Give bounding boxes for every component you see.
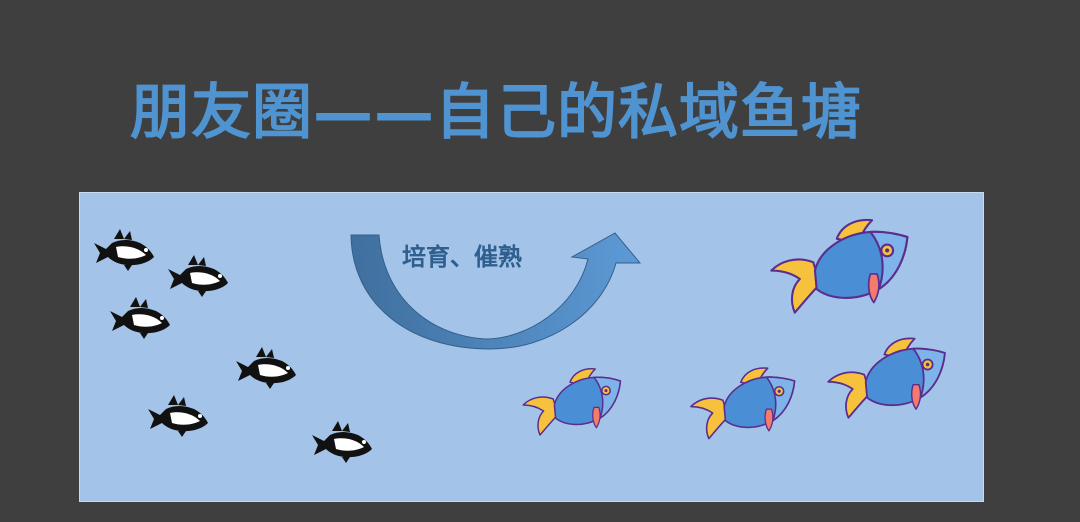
small-fish-5 [148,395,208,437]
fish-pond: 培育、催熟 [79,192,984,502]
big-fish-medium [827,337,946,419]
big-fish-small-1 [522,368,622,436]
pond-illustration [94,218,946,463]
arrow-label: 培育、催熟 [402,243,522,271]
big-fish-large [770,218,909,314]
curved-arrow-icon [350,232,642,350]
small-fish-4 [236,347,296,389]
big-fish-small-2 [690,367,796,440]
page-title: 朋友圈——自己的私域鱼塘 [130,78,862,148]
small-fish-2 [168,255,228,297]
small-fish-1 [94,229,154,271]
small-fish-3 [110,297,170,339]
small-fish-6 [312,421,372,463]
